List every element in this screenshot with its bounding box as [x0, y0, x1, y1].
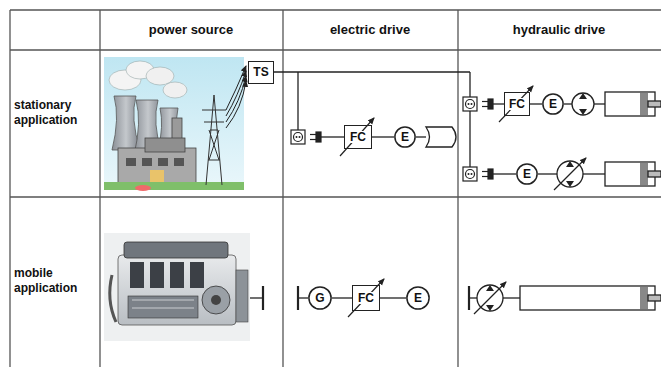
- pump-symbol: [477, 93, 594, 311]
- table-grid: [10, 10, 661, 367]
- layout-lines: [250, 104, 605, 298]
- symbol-letter: FC: [508, 98, 526, 110]
- column-header: power source: [149, 22, 234, 38]
- motor-circle: E: [406, 286, 430, 310]
- symbol-letter: TS: [252, 66, 269, 78]
- symbol-letter: FC: [357, 292, 375, 304]
- symbol-letter: E: [413, 292, 423, 304]
- motor-circle: E: [394, 126, 416, 148]
- symbol-letter: FC: [349, 131, 367, 143]
- machine-symbol: [426, 127, 456, 147]
- connector-line: [530, 103, 542, 104]
- converter-box: FC: [344, 125, 372, 149]
- connector-line: [372, 136, 394, 137]
- transformer-box: TS: [248, 61, 274, 84]
- generator-circle: G: [308, 286, 332, 310]
- variable-arrow: [340, 86, 586, 317]
- symbol-letter: G: [314, 292, 325, 304]
- column-header: electric drive: [330, 22, 410, 38]
- motor-circle: E: [516, 163, 538, 185]
- engine-photo: [104, 233, 250, 341]
- row-header: mobile application: [14, 266, 98, 296]
- power-plant-illustration: [104, 57, 246, 191]
- symbol-letter: E: [548, 98, 558, 110]
- circle-outline: [543, 94, 563, 114]
- connector-line: [380, 297, 406, 298]
- circle-outline: [395, 127, 415, 147]
- shaft-bar: [263, 286, 469, 310]
- connector-line: [332, 297, 352, 298]
- symbol-letter: E: [400, 131, 410, 143]
- socket-symbol: [291, 97, 477, 181]
- circle-outline: [517, 164, 537, 184]
- converter-box: FC: [352, 285, 380, 311]
- wiring: [274, 72, 470, 167]
- hydraulic-cylinder: [520, 92, 661, 310]
- converter-box: FC: [504, 92, 530, 116]
- pump-triangles: [486, 93, 587, 311]
- socket-pins: [296, 103, 473, 175]
- symbol-letter: E: [522, 168, 532, 180]
- column-header: hydraulic drive: [513, 22, 605, 38]
- circle-outline: [309, 287, 331, 309]
- circle-outline: [407, 287, 429, 309]
- motor-circle: E: [542, 93, 564, 115]
- plug-symbol: [310, 99, 493, 179]
- row-header: stationary application: [14, 98, 98, 128]
